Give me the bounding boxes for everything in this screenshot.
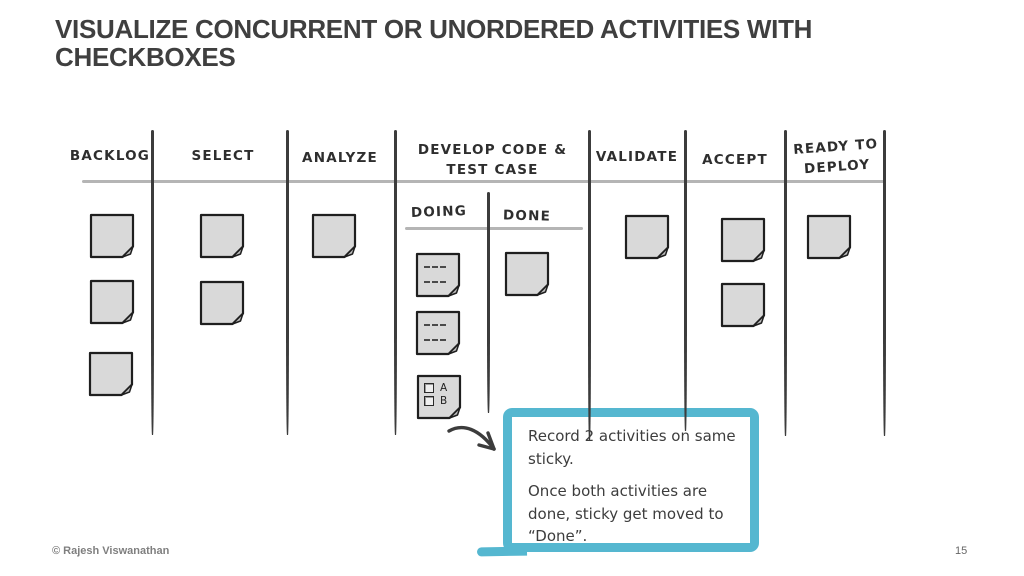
sticky-note-blank xyxy=(89,279,135,325)
page-number: 15 xyxy=(955,545,968,557)
column-divider-line xyxy=(286,130,289,435)
checkbox-label: B xyxy=(440,395,448,407)
placeholder-line xyxy=(424,339,446,341)
column-divider-line xyxy=(883,130,886,436)
sticky-note-blank xyxy=(504,251,550,297)
column-header-develop: DEVELOP CODE & TEST CASE xyxy=(417,142,568,179)
sub-header-underline xyxy=(405,227,583,230)
copyright-text: © Rajesh Viswanathan xyxy=(52,545,170,557)
column-header-validate: VALIDATE xyxy=(595,149,679,165)
placeholder-line xyxy=(424,324,446,326)
placeholder-line xyxy=(424,281,446,283)
header-underline xyxy=(82,180,884,183)
sub-column-header-done: DONE xyxy=(502,207,552,225)
sticky-note-blank xyxy=(720,282,766,328)
column-divider-line xyxy=(684,130,687,431)
column-divider-line xyxy=(394,130,397,435)
sticky-note-blank xyxy=(806,214,852,260)
callout-text-1: Record 2 activities on same sticky. xyxy=(528,427,736,468)
sticky-note-blank xyxy=(88,351,134,397)
sticky-note-blank xyxy=(624,214,670,260)
column-divider-line xyxy=(151,130,154,435)
sticky-note-blank xyxy=(89,213,135,259)
sticky-note-lined xyxy=(415,252,461,298)
slide-title: VISUALIZE CONCURRENT OR UNORDERED ACTIVI… xyxy=(55,14,813,72)
sticky-note-lined xyxy=(415,310,461,356)
column-divider-line xyxy=(588,130,591,440)
sticky-note-blank xyxy=(311,213,357,259)
sticky-note-checkboxes: A B xyxy=(416,374,462,420)
column-header-select: SELECT xyxy=(191,148,255,164)
column-header-accept: ACCEPT xyxy=(702,152,768,168)
column-header-backlog: BACKLOG xyxy=(69,148,151,164)
callout-text-2: Once both activities are done, sticky ge… xyxy=(528,482,724,545)
callout-box: Record 2 activities on same sticky. Once… xyxy=(503,408,759,552)
sticky-note-blank xyxy=(199,213,245,259)
checkbox-label: A xyxy=(440,382,448,394)
placeholder-line xyxy=(424,266,446,268)
arrow-icon xyxy=(447,425,496,451)
sub-column-divider-line xyxy=(487,192,490,413)
sticky-note-blank xyxy=(199,280,245,326)
checkbox-icon xyxy=(424,383,434,393)
checkbox-icon xyxy=(424,396,434,406)
sticky-note-blank xyxy=(720,217,766,263)
sub-column-header-doing: DOING xyxy=(410,203,468,221)
column-header-ready-to-deploy: READY TO DEPLOY xyxy=(792,136,879,178)
column-header-analyze: ANALYZE xyxy=(302,150,378,166)
column-divider-line xyxy=(784,130,787,436)
